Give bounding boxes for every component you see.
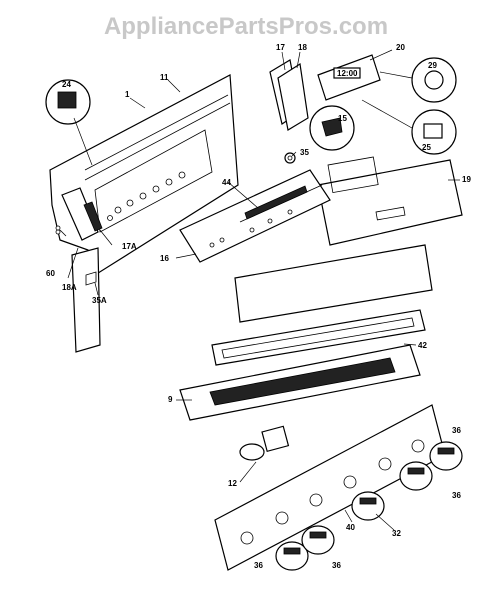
clock-board-20: 12:00 bbox=[317, 54, 381, 101]
callout-36-bottom-mid: 36 bbox=[332, 561, 341, 570]
display-readout: 12:00 bbox=[337, 69, 358, 78]
front-trim-19 bbox=[317, 156, 463, 246]
callout-1: 1 bbox=[125, 90, 130, 99]
callout-42: 42 bbox=[418, 341, 427, 350]
end-cap-18 bbox=[277, 62, 309, 131]
knob-25 bbox=[361, 99, 457, 155]
callout-44: 44 bbox=[222, 178, 231, 187]
watermark: AppliancePartsPros.com bbox=[104, 13, 388, 40]
callout-16: 16 bbox=[160, 254, 169, 263]
callout-36-right: 36 bbox=[452, 491, 461, 500]
vent-grille-9 bbox=[179, 344, 421, 421]
vent-panel bbox=[234, 244, 433, 323]
callout-35: 35 bbox=[300, 148, 309, 157]
burner-switch-12 bbox=[239, 425, 290, 461]
callout-17: 17 bbox=[276, 43, 285, 52]
knob-36-mid bbox=[301, 525, 335, 555]
rocker-switch-24 bbox=[45, 79, 93, 166]
callout-19: 19 bbox=[462, 175, 471, 184]
callout-29: 29 bbox=[428, 61, 437, 70]
callout-labels: 1 11 17 18 20 24 29 25 15 35 44 19 16 17… bbox=[46, 43, 471, 570]
callout-18: 18 bbox=[298, 43, 307, 52]
switch-15 bbox=[309, 105, 355, 151]
callout-36-bottom-left: 36 bbox=[254, 561, 263, 570]
knob-29 bbox=[379, 57, 457, 103]
callout-12: 12 bbox=[228, 479, 237, 488]
callout-18a: 18A bbox=[62, 283, 77, 292]
knob-32 bbox=[351, 491, 385, 521]
callout-25: 25 bbox=[422, 143, 431, 152]
callout-11: 11 bbox=[160, 73, 169, 82]
knob-36-right-low bbox=[399, 461, 433, 491]
callout-36-top: 36 bbox=[452, 426, 461, 435]
control-panel-16 bbox=[179, 169, 331, 263]
screw-60 bbox=[55, 225, 67, 237]
callout-60: 60 bbox=[46, 269, 55, 278]
rail-42 bbox=[211, 309, 426, 366]
callout-24: 24 bbox=[62, 80, 71, 89]
callout-20: 20 bbox=[396, 43, 405, 52]
callout-32: 32 bbox=[392, 529, 401, 538]
leader-lines bbox=[67, 49, 460, 531]
end-cap-18a bbox=[61, 187, 103, 241]
callout-35a: 35A bbox=[92, 296, 107, 305]
rear-panel-bracket-35a bbox=[71, 247, 101, 353]
callout-40: 40 bbox=[346, 523, 355, 532]
callout-15: 15 bbox=[338, 114, 347, 123]
callout-9: 9 bbox=[168, 395, 173, 404]
knob-36-left bbox=[275, 541, 309, 571]
knob-36-right-high bbox=[429, 441, 463, 471]
callout-17a: 17A bbox=[122, 242, 137, 251]
